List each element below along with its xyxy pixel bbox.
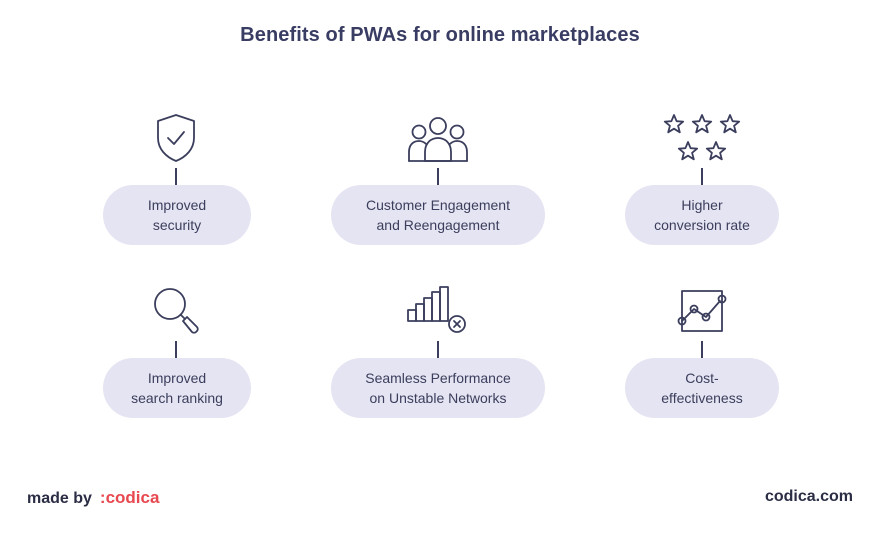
benefit-pill: Cost-effectiveness [625,358,779,418]
people-group-icon [318,110,558,166]
made-by-label: made by [27,490,92,507]
connector-line [437,341,439,358]
connector-line [175,341,177,358]
connector-line [437,168,439,185]
page-title: Benefits of PWAs for online marketplaces [240,24,640,46]
signal-bars-cross-icon [318,283,558,339]
connector-line [701,341,703,358]
stars-icon [582,110,822,166]
codica-logo: :codica [99,488,160,507]
line-chart-icon [582,283,822,339]
benefit-cost-effectiveness: Cost-effectiveness [582,283,822,423]
site-url: codica.com [764,488,853,505]
magnifier-icon [56,283,296,339]
shield-check-icon [56,110,296,166]
made-by-credit: made by :codica [27,488,159,508]
connector-line [175,168,177,185]
connector-line [701,168,703,185]
